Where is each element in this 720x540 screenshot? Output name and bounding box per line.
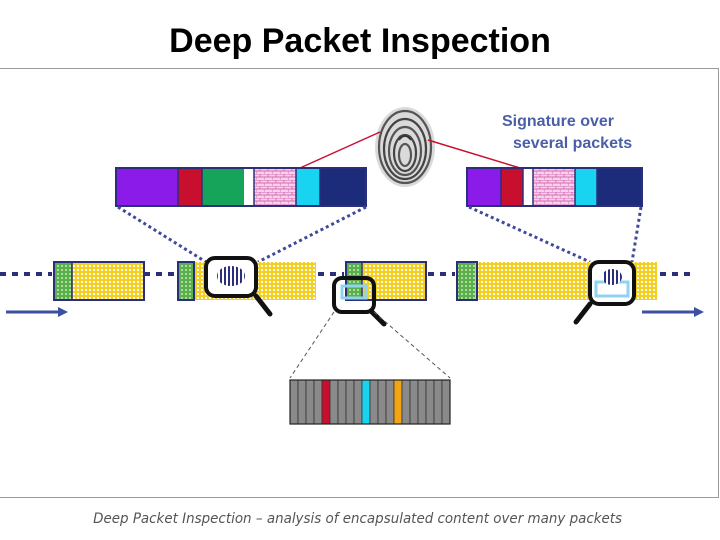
byte-strip-outline xyxy=(289,379,451,425)
byte-cell xyxy=(289,379,299,425)
signature-label-line1: Signature over xyxy=(502,113,614,130)
signature-link-left xyxy=(299,131,381,169)
byte-cell xyxy=(361,379,371,425)
figure-caption: Deep Packet Inspection – analysis of enc… xyxy=(93,511,623,527)
arrow-right-icon xyxy=(6,307,68,317)
byte-cell xyxy=(401,379,411,425)
arrow-right-icon xyxy=(642,307,704,317)
magnifier-icon xyxy=(573,260,636,325)
byte-cell xyxy=(329,379,339,425)
figure-frame xyxy=(0,68,719,498)
payload-byte-strip xyxy=(289,379,451,425)
slide-title: Deep Packet Inspection xyxy=(169,22,551,60)
byte-cell xyxy=(345,379,355,425)
byte-cell xyxy=(313,379,323,425)
signature-link-right xyxy=(427,139,521,169)
byte-cell xyxy=(441,379,451,425)
byte-cell xyxy=(321,379,331,425)
byte-cell xyxy=(433,379,443,425)
packet-1 xyxy=(53,261,145,301)
magnifier-icon xyxy=(332,276,387,327)
byte-cell xyxy=(393,379,403,425)
zoom-connectors-upper xyxy=(117,205,643,264)
byte-cell xyxy=(385,379,395,425)
byte-cell xyxy=(337,379,347,425)
header-fields-left xyxy=(115,167,367,207)
packet-3 xyxy=(345,261,427,301)
byte-cell xyxy=(369,379,379,425)
header-fields-right xyxy=(466,167,643,207)
byte-cell xyxy=(297,379,307,425)
fingerprint-icon xyxy=(375,107,435,187)
signature-label-line2: several packets xyxy=(513,135,632,152)
byte-cell xyxy=(353,379,363,425)
byte-cell xyxy=(417,379,427,425)
magnifier-icon xyxy=(204,256,273,317)
byte-cell xyxy=(425,379,435,425)
zoom-connectors-lower xyxy=(289,311,451,379)
byte-cell xyxy=(409,379,419,425)
byte-cell xyxy=(377,379,387,425)
byte-cell xyxy=(305,379,315,425)
